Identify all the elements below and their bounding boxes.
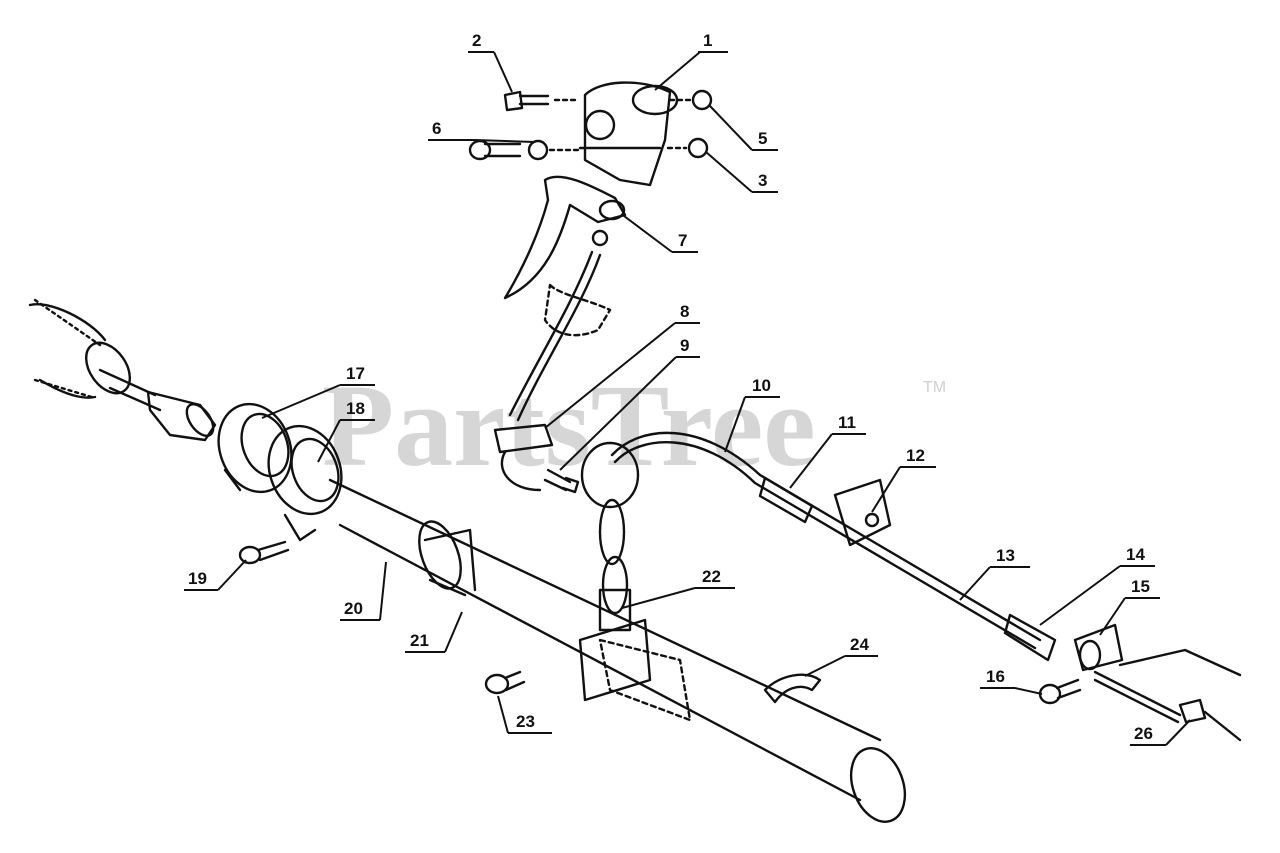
part-label-19: 19 (188, 569, 207, 588)
watermark-text: PartsTree (322, 360, 816, 491)
part-label-15: 15 (1131, 577, 1150, 596)
throttle-rod (1093, 648, 1242, 724)
clamp-18 (267, 424, 343, 542)
part-label-3: 3 (758, 171, 767, 190)
part-label-10: 10 (752, 376, 771, 395)
nut-3 (666, 137, 709, 159)
screw-16 (1038, 678, 1082, 705)
part-label-11: 11 (838, 413, 856, 432)
control-cable-10 (610, 431, 1042, 650)
throttle-cable-8 (493, 250, 612, 492)
leader-lines (184, 51, 1191, 746)
part-label-21: 21 (410, 631, 429, 650)
part-label-17: 17 (346, 364, 365, 383)
bracket-12 (833, 478, 892, 547)
trigger-7 (503, 175, 627, 300)
part-label-18: 18 (346, 399, 365, 418)
part-label-13: 13 (996, 546, 1015, 565)
clip-24 (763, 673, 822, 704)
part-label-6: 6 (432, 119, 441, 138)
part-label-9: 9 (680, 336, 689, 355)
screw-6 (468, 139, 580, 161)
handle-housing-1 (578, 81, 679, 187)
outer-tube-section (28, 298, 217, 442)
watermark: PartsTree TM (322, 360, 946, 491)
main-tube (328, 478, 907, 823)
cable-sleeve-11 (758, 476, 814, 524)
watermark-trademark: TM (923, 379, 946, 396)
part-label-12: 12 (906, 446, 925, 465)
nut-5 (668, 89, 713, 111)
ring-17 (217, 402, 293, 494)
screw-2 (503, 90, 580, 112)
cable-sleeve-14 (1003, 613, 1057, 662)
part-label-20: 20 (344, 599, 363, 618)
clamp-15 (1073, 623, 1124, 672)
part-label-23: 23 (516, 712, 535, 731)
part-label-8: 8 (680, 302, 689, 321)
screw-9 (543, 468, 580, 494)
hanger-ring-22 (578, 441, 652, 702)
part-label-14: 14 (1126, 545, 1145, 564)
part-label-26: 26 (1134, 724, 1153, 743)
part-label-7: 7 (678, 231, 687, 250)
part-label-24: 24 (850, 635, 869, 654)
fitting-26 (1178, 698, 1242, 742)
screw-23 (484, 670, 526, 695)
part-label-16: 16 (986, 667, 1005, 686)
part-label-1: 1 (703, 31, 712, 50)
part-label-22: 22 (702, 567, 721, 586)
part-label-2: 2 (472, 31, 481, 50)
screw-19 (238, 540, 290, 565)
part-labels: 1 2 3 5 6 7 8 9 10 11 12 13 14 15 16 17 … (188, 31, 1153, 743)
part-label-5: 5 (758, 129, 767, 148)
